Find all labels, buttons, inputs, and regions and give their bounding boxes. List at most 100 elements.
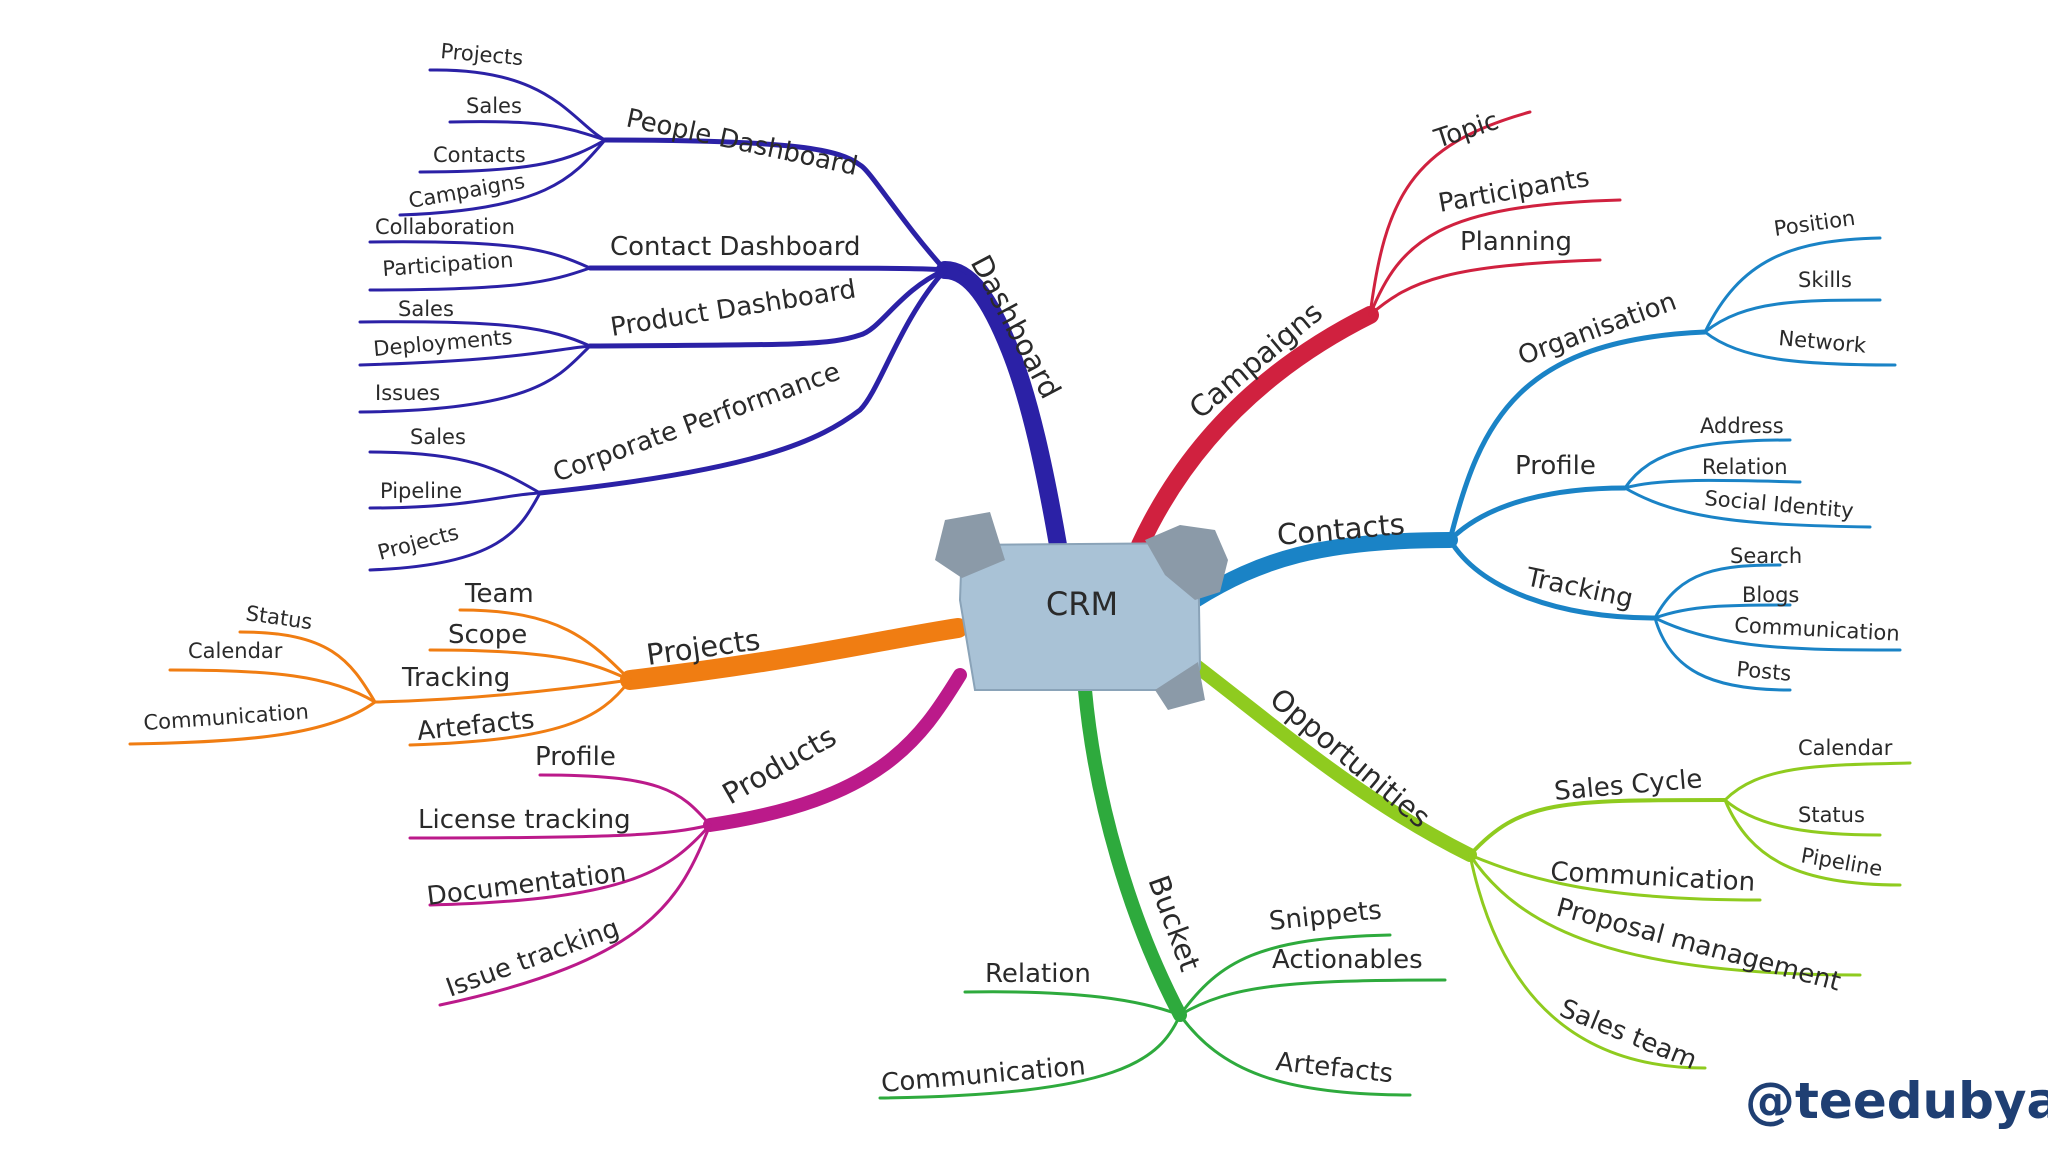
products-leaf-line bbox=[438, 823, 712, 1007]
bucket-leaf-line bbox=[1178, 933, 1392, 1017]
campaigns-leaf-planning[interactable]: Planning bbox=[1460, 227, 1572, 257]
contact-dashboard-label[interactable]: Contact Dashboard bbox=[610, 232, 860, 262]
corporate-performance-link bbox=[537, 267, 948, 496]
projects-tracking-link bbox=[373, 678, 632, 704]
campaigns-leaf-participants[interactable]: Participants bbox=[1436, 163, 1592, 219]
profile-leaf-address[interactable]: Address bbox=[1700, 414, 1784, 438]
contact-leaf-collaboration[interactable]: Collaboration bbox=[375, 215, 515, 239]
corporate-leaf-pipeline[interactable]: Pipeline bbox=[380, 479, 462, 503]
bucket-leaf-relation[interactable]: Relation bbox=[985, 959, 1091, 989]
profile-link bbox=[1447, 485, 1628, 543]
products-leaf-license-tracking[interactable]: License tracking bbox=[418, 805, 631, 835]
branch-opportunities bbox=[1188, 658, 1912, 1070]
product-leaf-deployments[interactable]: Deployments bbox=[372, 325, 513, 361]
people-leaf-projects[interactable]: Projects bbox=[440, 39, 525, 70]
tracking-leaf-blogs[interactable]: Blogs bbox=[1742, 583, 1799, 607]
products-leaf-profile[interactable]: Profile bbox=[535, 742, 616, 772]
bucket-leaf-snippets[interactable]: Snippets bbox=[1268, 895, 1383, 937]
product-leaf-issues[interactable]: Issues bbox=[375, 381, 440, 405]
bucket-leaf-communication[interactable]: Communication bbox=[880, 1051, 1087, 1099]
product-leaf-line bbox=[358, 344, 592, 367]
crm-center-node[interactable]: CRM bbox=[935, 512, 1228, 710]
salescycle-leaf-line bbox=[1723, 798, 1902, 887]
people-leaf-line bbox=[428, 68, 607, 142]
contact-dashboard-link bbox=[587, 265, 948, 273]
profile-leaf-social-identity[interactable]: Social Identity bbox=[1704, 486, 1855, 523]
opportunities-label[interactable]: Opportunities bbox=[1264, 681, 1437, 834]
product-dashboard-label[interactable]: Product Dashboard bbox=[608, 274, 858, 342]
bucket-leaf-line bbox=[1178, 1013, 1412, 1097]
people-leaf-contacts[interactable]: Contacts bbox=[433, 143, 526, 167]
tracking-leaf-search[interactable]: Search bbox=[1730, 544, 1802, 568]
projects-tracking-leaf-status[interactable]: Status bbox=[244, 601, 314, 634]
corporate-leaf-projects[interactable]: Projects bbox=[375, 520, 461, 565]
projects-leaf-scope[interactable]: Scope bbox=[448, 620, 527, 650]
product-leaf-line bbox=[358, 320, 592, 348]
bucket-leaf-line bbox=[878, 1013, 1182, 1100]
tracking-label[interactable]: Tracking bbox=[1523, 562, 1636, 614]
products-leaf-issue-tracking[interactable]: Issue tracking bbox=[442, 913, 623, 1003]
tracking-leaf-communication[interactable]: Communication bbox=[1734, 613, 1901, 646]
people-leaf-sales[interactable]: Sales bbox=[466, 94, 522, 118]
projects-tracking-leaf-calendar[interactable]: Calendar bbox=[188, 639, 283, 663]
tracking-leaf-posts[interactable]: Posts bbox=[1736, 657, 1793, 686]
products-leaf-line bbox=[428, 823, 712, 907]
product-leaf-sales[interactable]: Sales bbox=[398, 297, 454, 321]
salescycle-leaf-calendar[interactable]: Calendar bbox=[1798, 736, 1893, 760]
crm-center-label: CRM bbox=[1046, 585, 1118, 623]
organisation-leaf-skills[interactable]: Skills bbox=[1798, 268, 1852, 292]
people-dashboard-link bbox=[602, 137, 948, 273]
organisation-leaf-position[interactable]: Position bbox=[1772, 206, 1856, 241]
tracking-leaf-line bbox=[1653, 603, 1792, 620]
projects-tracking-label[interactable]: Tracking bbox=[401, 663, 510, 693]
people-leaf-line bbox=[398, 138, 607, 217]
branch-campaigns bbox=[1131, 110, 1622, 554]
bucket-trunk bbox=[1078, 683, 1187, 1022]
tracking-leaf-line bbox=[238, 630, 377, 704]
organisation-leaf-line bbox=[1703, 298, 1882, 334]
opportunities-communication-label[interactable]: Communication bbox=[1550, 857, 1756, 898]
contact-leaf-line bbox=[368, 266, 592, 292]
product-leaf-line bbox=[358, 344, 592, 414]
corporate-leaf-sales[interactable]: Sales bbox=[410, 425, 466, 449]
profile-leaf-line bbox=[1623, 478, 1802, 490]
salescycle-leaf-status[interactable]: Status bbox=[1798, 803, 1865, 827]
projects-leaf-line bbox=[458, 608, 632, 682]
campaigns-trunk bbox=[1131, 306, 1379, 554]
organisation-leaf-line bbox=[1703, 330, 1897, 367]
tracking-leaf-line bbox=[1653, 563, 1782, 620]
organisation-leaf-line bbox=[1703, 236, 1882, 334]
profile-leaf-line bbox=[1623, 486, 1872, 529]
crm-card-corner-tl bbox=[935, 512, 1005, 578]
projects-tracking-leaf-communication[interactable]: Communication bbox=[143, 699, 310, 734]
projects-leaf-team[interactable]: Team bbox=[464, 579, 534, 609]
projects-leaf-line bbox=[428, 648, 632, 682]
products-leaf-line bbox=[408, 823, 712, 840]
campaigns-leaf-topic[interactable]: Topic bbox=[1430, 106, 1502, 155]
tracking-leaf-line bbox=[128, 700, 377, 746]
profile-label[interactable]: Profile bbox=[1515, 451, 1596, 481]
projects-trunk bbox=[620, 618, 968, 690]
bucket-leaf-actionables[interactable]: Actionables bbox=[1272, 945, 1423, 975]
corporate-leaf-line bbox=[368, 450, 542, 495]
products-leaf-documentation[interactable]: Documentation bbox=[425, 858, 628, 912]
people-leaf-line bbox=[448, 120, 607, 142]
salesteam-link bbox=[1468, 853, 1707, 1070]
people-leaf-campaigns[interactable]: Campaigns bbox=[407, 169, 527, 213]
profile-leaf-line bbox=[1623, 438, 1792, 490]
dashboard-trunk-tip bbox=[940, 265, 1015, 355]
campaigns-leaf-line bbox=[1368, 110, 1532, 317]
products-leaf-line bbox=[538, 773, 712, 827]
organisation-label[interactable]: Organisation bbox=[1514, 287, 1680, 372]
profile-leaf-relation[interactable]: Relation bbox=[1702, 455, 1788, 479]
contact-leaf-participation[interactable]: Participation bbox=[382, 248, 514, 281]
crm-card-hand-tr bbox=[1145, 525, 1228, 600]
projects-leaf-artefacts[interactable]: Artefacts bbox=[416, 705, 536, 747]
people-leaf-line bbox=[418, 138, 607, 174]
branch-dashboard bbox=[358, 68, 1067, 572]
salescycle-leaf-line bbox=[1723, 798, 1882, 837]
contact-leaf-line bbox=[368, 240, 592, 270]
salescycle-link bbox=[1468, 798, 1727, 857]
organisation-leaf-network[interactable]: Network bbox=[1778, 326, 1868, 358]
tracking-leaf-line bbox=[168, 668, 377, 704]
